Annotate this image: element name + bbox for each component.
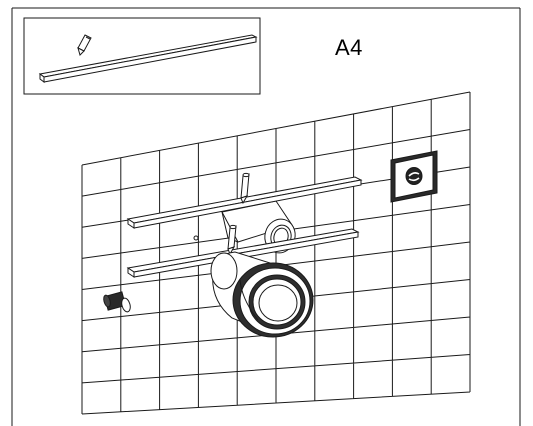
step-label: A4	[335, 35, 363, 60]
pencil-icon	[77, 34, 92, 56]
ruler-bar-icon	[38, 34, 258, 83]
drain-pipe-icon	[210, 251, 314, 338]
marker-dots	[193, 235, 199, 241]
flush-plate-icon	[390, 150, 438, 203]
pencil-marker-top	[240, 172, 250, 205]
inset-box	[23, 17, 261, 95]
lower-rail	[126, 228, 360, 278]
valve-fitting-icon	[103, 291, 131, 313]
page-frame	[11, 7, 521, 426]
pencil-marker-bottom	[227, 224, 237, 256]
